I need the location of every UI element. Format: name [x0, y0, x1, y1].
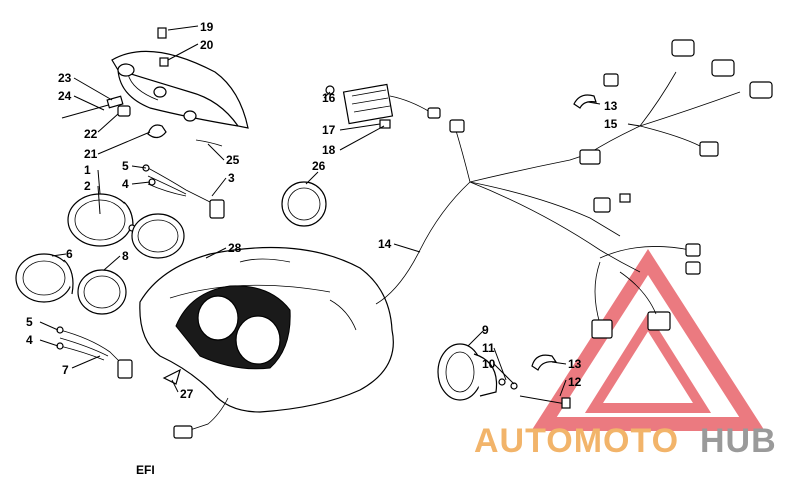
callout-4-lower: 4 [26, 333, 33, 347]
harness-clamp-lower [531, 354, 558, 371]
callout-17: 17 [322, 123, 336, 137]
callout-10: 10 [482, 357, 496, 371]
speedometer-gauge [67, 193, 136, 247]
callout-19: 19 [200, 20, 214, 34]
callout-5-lower: 5 [26, 315, 33, 329]
dash-panel [139, 246, 394, 413]
callout-21: 21 [84, 147, 98, 161]
watermark-triangle-outer [531, 249, 765, 431]
callout-27: 27 [180, 387, 194, 401]
callout-22: 22 [84, 127, 98, 141]
callout-5-upper: 5 [122, 159, 129, 173]
watermark-text-automoto: AUTOMOTO [474, 422, 679, 460]
callout-13-upper: 13 [604, 99, 618, 113]
trim-ring [281, 181, 327, 227]
callout-15: 15 [604, 117, 618, 131]
lamp-washer [498, 378, 506, 386]
callout-28: 28 [228, 241, 242, 255]
callout-26: 26 [312, 159, 326, 173]
callout-25: 25 [226, 153, 240, 167]
callout-11: 11 [482, 341, 495, 355]
main-wiring-harness [375, 39, 773, 339]
headlight-bulb [147, 124, 167, 139]
callout-3: 3 [228, 171, 235, 185]
diagram-caption: EFI [136, 463, 155, 477]
harness-clamp-upper [573, 94, 597, 109]
watermark: AUTOMOTO HUB [474, 249, 777, 460]
callout-2: 2 [84, 179, 91, 193]
callout-13-lower: 13 [568, 357, 582, 371]
dash-connector [173, 425, 193, 439]
callout-7: 7 [62, 363, 69, 377]
headlight-assembly [111, 27, 249, 129]
voltage-regulator [342, 83, 441, 125]
callout-6: 6 [66, 247, 73, 261]
dash-lead [189, 397, 229, 431]
callout-1: 1 [84, 163, 91, 177]
callout-24: 24 [58, 89, 72, 103]
callout-4-upper: 4 [122, 177, 129, 191]
lamp-bolt [519, 395, 571, 409]
tachometer-gauge [15, 253, 74, 303]
callout-16: 16 [322, 91, 336, 105]
lamp-nut [510, 382, 518, 390]
auxiliary-lamp [437, 343, 498, 401]
regulator-screw [325, 85, 335, 95]
callout-12: 12 [568, 375, 582, 389]
leader-lines [39, 25, 641, 397]
callout-14: 14 [378, 237, 392, 251]
gauge-6-harness [56, 326, 133, 379]
gauge-bezel-ring-lower [77, 269, 127, 315]
callout-23: 23 [58, 71, 72, 85]
gauge-1-harness [142, 164, 225, 219]
headlight-lead [195, 139, 223, 147]
callout-20: 20 [200, 38, 214, 52]
watermark-text-hub: HUB [700, 422, 777, 460]
callout-9: 9 [482, 323, 489, 337]
callout-labels: 19 20 23 24 22 21 25 1 2 5 4 3 26 28 6 8… [26, 20, 618, 401]
watermark-triangle-inner [584, 312, 712, 413]
mounting-clip [162, 368, 181, 385]
callout-18: 18 [322, 143, 336, 157]
gauge-bezel-ring-upper [131, 213, 185, 259]
bulb-socket [117, 105, 131, 117]
callout-8: 8 [122, 249, 129, 263]
